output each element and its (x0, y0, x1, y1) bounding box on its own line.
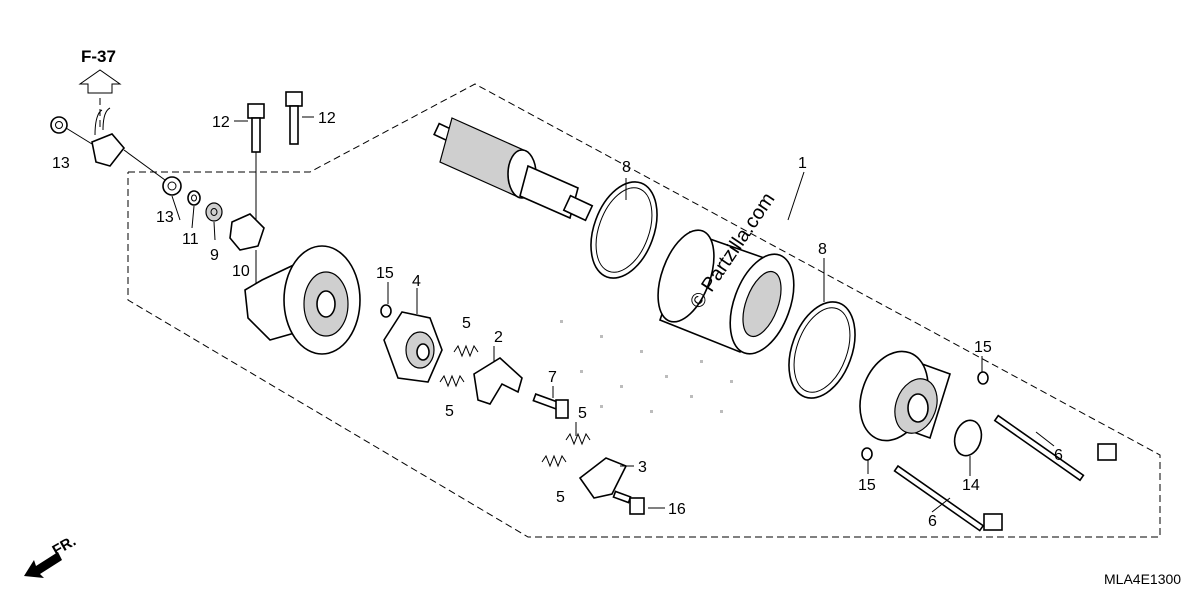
callout-2: 2 (494, 329, 503, 346)
terminal-bolt-7 (532, 393, 569, 419)
rear-cover-10 (244, 245, 361, 355)
callout-13b: 13 (156, 209, 174, 226)
yoke-1 (657, 229, 795, 355)
callout-5a: 5 (462, 315, 471, 332)
leader-lines (171, 116, 1055, 513)
callout-14: 14 (962, 477, 980, 494)
callout-6b: 6 (928, 513, 937, 530)
callout-8b: 8 (818, 241, 827, 258)
spring-5-a (453, 344, 479, 358)
callout-8a: 8 (622, 159, 631, 176)
front-cover (859, 350, 951, 442)
callout-5d: 5 (556, 489, 565, 506)
bolt-6-lower (893, 464, 1003, 532)
diagram-code: MLA4E1300 (1104, 571, 1181, 587)
callout-7: 7 (548, 369, 557, 386)
callout-15c: 15 (858, 477, 876, 494)
bolt-6-upper (993, 414, 1117, 482)
spring-5-d (541, 454, 567, 468)
callout-6a: 6 (1054, 447, 1063, 464)
callout-5b: 5 (445, 403, 454, 420)
nut-13-lower (162, 176, 182, 196)
callout-15b: 15 (974, 339, 992, 356)
o-ring-8-left (590, 181, 658, 279)
armature (433, 117, 594, 222)
washer-11 (187, 190, 201, 206)
callout-13a: 13 (52, 155, 70, 172)
callout-1: 1 (798, 155, 807, 172)
brush-terminal-3 (578, 457, 628, 499)
callout-11: 11 (182, 231, 199, 248)
reference-label: F-37 (81, 47, 116, 66)
up-arrow-icon[interactable] (78, 69, 122, 94)
o-ring-15-right-bottom (861, 447, 873, 461)
shadow-dots (560, 320, 733, 413)
callout-10: 10 (232, 263, 250, 280)
front-arrow-icon (24, 552, 62, 578)
insulator-9 (205, 202, 223, 222)
brush-holder-4 (383, 311, 443, 383)
bolt-12-right (285, 91, 303, 145)
assembly-boundary (127, 83, 1161, 538)
spring-5-b (439, 374, 465, 388)
o-ring-8-right (788, 301, 856, 399)
cable-terminal (91, 107, 126, 167)
callout-16: 16 (668, 501, 686, 518)
brush-plate-2 (473, 357, 523, 405)
spring-5-c (565, 432, 591, 446)
bolt-12-left (247, 103, 265, 153)
callout-3: 3 (638, 459, 647, 476)
o-ring-15-left (380, 304, 392, 318)
callout-15a: 15 (376, 265, 394, 282)
callout-12b: 12 (318, 110, 336, 127)
o-ring-15-right-top (977, 371, 989, 385)
callout-12a: 12 (212, 114, 230, 131)
o-ring-14 (953, 419, 983, 457)
nut-13-upper (50, 116, 68, 134)
callout-9: 9 (210, 247, 219, 264)
callout-5c: 5 (578, 405, 587, 422)
callout-4: 4 (412, 273, 421, 290)
terminal-bracket (229, 213, 265, 251)
screw-16 (612, 490, 645, 515)
